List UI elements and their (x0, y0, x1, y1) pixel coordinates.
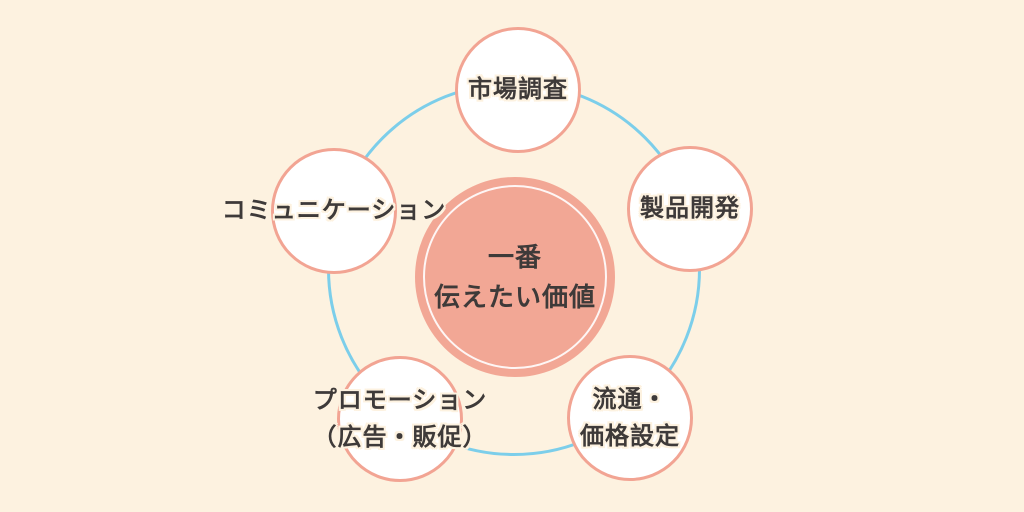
node-label-line: 市場調査 (468, 76, 568, 104)
node-label-line: 流通・ (592, 385, 668, 413)
node-distribution-pricing-label: 流通・ 価格設定 (580, 381, 680, 455)
node-label-line: プロモーション (312, 386, 488, 414)
node-market-research: 市場調査 (455, 27, 581, 153)
node-label-line: コミュニケーション (221, 197, 447, 225)
center-label: 一番 伝えたい価値 (434, 237, 596, 318)
node-distribution-pricing: 流通・ 価格設定 (567, 355, 693, 481)
node-communication: コミュニケーション (222, 148, 445, 274)
node-communication-label: コミュニケーション (222, 192, 447, 229)
node-label-line: 製品開発 (640, 195, 740, 223)
node-label-line: 価格設定 (580, 423, 680, 450)
node-product-development: 製品開発 (627, 146, 753, 272)
node-promotion-label: プロモーション （広告・販促） (313, 382, 488, 456)
center-label-line1: 一番 (487, 241, 542, 272)
node-promotion: プロモーション （広告・販促） (313, 356, 487, 482)
node-label-line: （広告・販促） (312, 424, 488, 451)
node-market-research-label: 市場調査 (468, 71, 568, 108)
node-product-development-label: 製品開発 (640, 190, 740, 227)
center-label-line2: 伝えたい価値 (433, 282, 596, 312)
center-circle: 一番 伝えたい価値 (415, 177, 615, 377)
